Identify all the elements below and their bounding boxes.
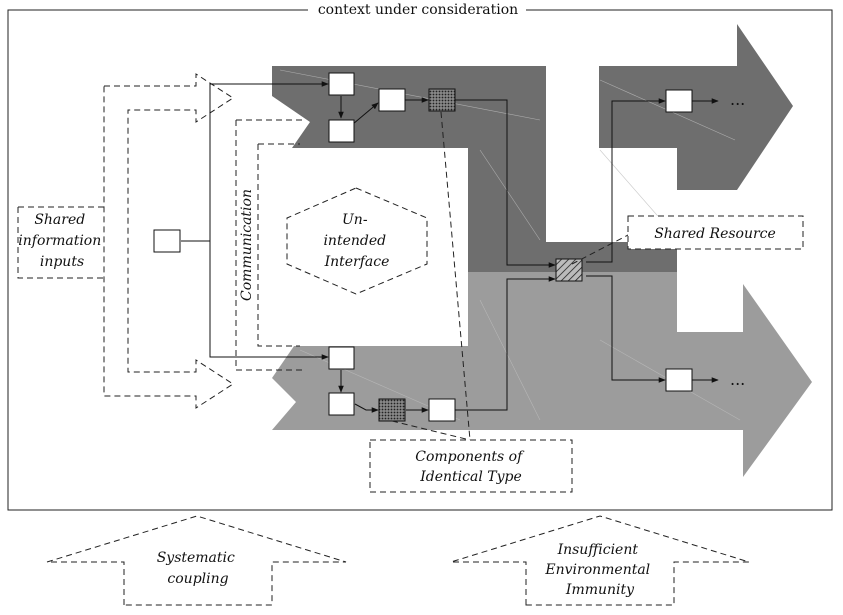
shared-input-arrow-outer	[103, 73, 234, 409]
source-component	[153, 229, 181, 253]
unintended-interface-hexagon	[286, 187, 428, 295]
upper-component-3	[378, 88, 406, 112]
lower-component-1	[328, 346, 355, 370]
components-callout	[369, 439, 573, 493]
shared-inputs-label: Shared information inputs	[18, 212, 105, 270]
communication-bracket	[235, 119, 306, 371]
immunity-arrow	[450, 515, 750, 606]
unintended-interface-label: Un- intended Interface	[323, 212, 390, 270]
systematic-coupling-label: Systematic coupling	[157, 550, 240, 587]
shared-info-label-bg	[19, 208, 103, 277]
interface-area	[258, 148, 468, 346]
lower-ellipsis: ...	[730, 370, 745, 389]
upper-identical-component	[428, 88, 456, 112]
shared-resource-label: Shared Resource	[654, 226, 776, 242]
shared-resource-callout	[627, 215, 804, 250]
upper-output-component	[665, 89, 693, 113]
upper-component-1	[328, 72, 355, 96]
lower-identical-component	[378, 398, 406, 422]
lower-component-3	[428, 398, 456, 422]
communication-label: Communication	[239, 189, 255, 301]
components-label: Components of Identical Type	[415, 449, 526, 485]
upper-channel-shape	[272, 24, 793, 272]
lower-channel-shape	[272, 272, 812, 477]
immunity-label: Insufficient Environmental Immunity	[544, 542, 654, 598]
shared-info-box	[17, 206, 104, 279]
upper-ellipsis: ...	[730, 90, 745, 109]
context-title: context under consideration	[318, 2, 518, 18]
upper-component-2	[328, 119, 355, 143]
context-title-bg	[308, 1, 526, 19]
lower-component-2	[328, 392, 355, 416]
shared-resource-component	[555, 258, 583, 282]
systematic-coupling-arrow	[46, 515, 347, 606]
lower-output-component	[665, 368, 693, 392]
